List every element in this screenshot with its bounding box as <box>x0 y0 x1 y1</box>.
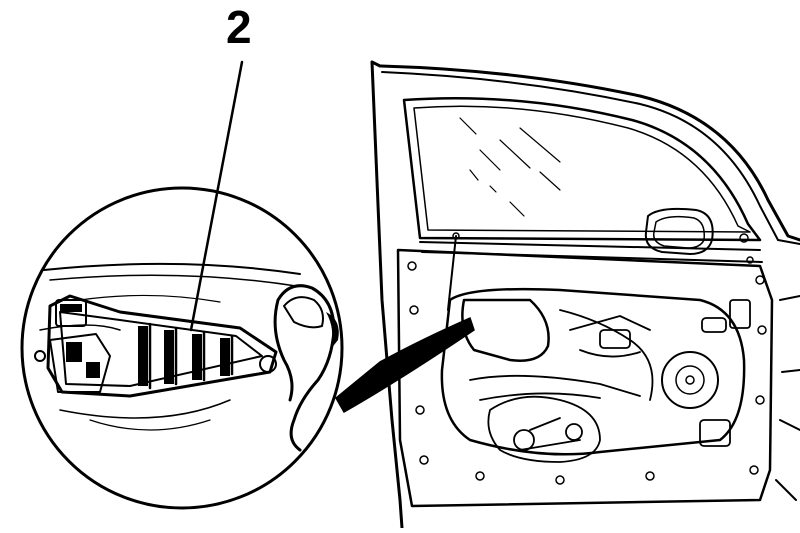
thumb <box>273 284 336 452</box>
callout-leader-line <box>189 60 244 332</box>
window-regulator <box>469 299 751 447</box>
magnify-connector <box>335 316 475 414</box>
thumbnail <box>283 296 324 329</box>
door-outer-edge <box>370 60 800 530</box>
window-glass <box>413 105 751 233</box>
callout-label-2: 2 <box>226 1 252 53</box>
handle-recess <box>461 298 550 362</box>
magnifier-circle <box>20 186 344 510</box>
access-opening <box>440 287 746 456</box>
lock-mechanism <box>487 395 601 463</box>
door-inner-panel <box>396 248 774 508</box>
window-frame <box>402 97 762 242</box>
door-handle-frame <box>34 294 278 398</box>
magnified-detail <box>20 186 344 510</box>
car-door <box>370 60 800 530</box>
speaker <box>661 351 719 409</box>
